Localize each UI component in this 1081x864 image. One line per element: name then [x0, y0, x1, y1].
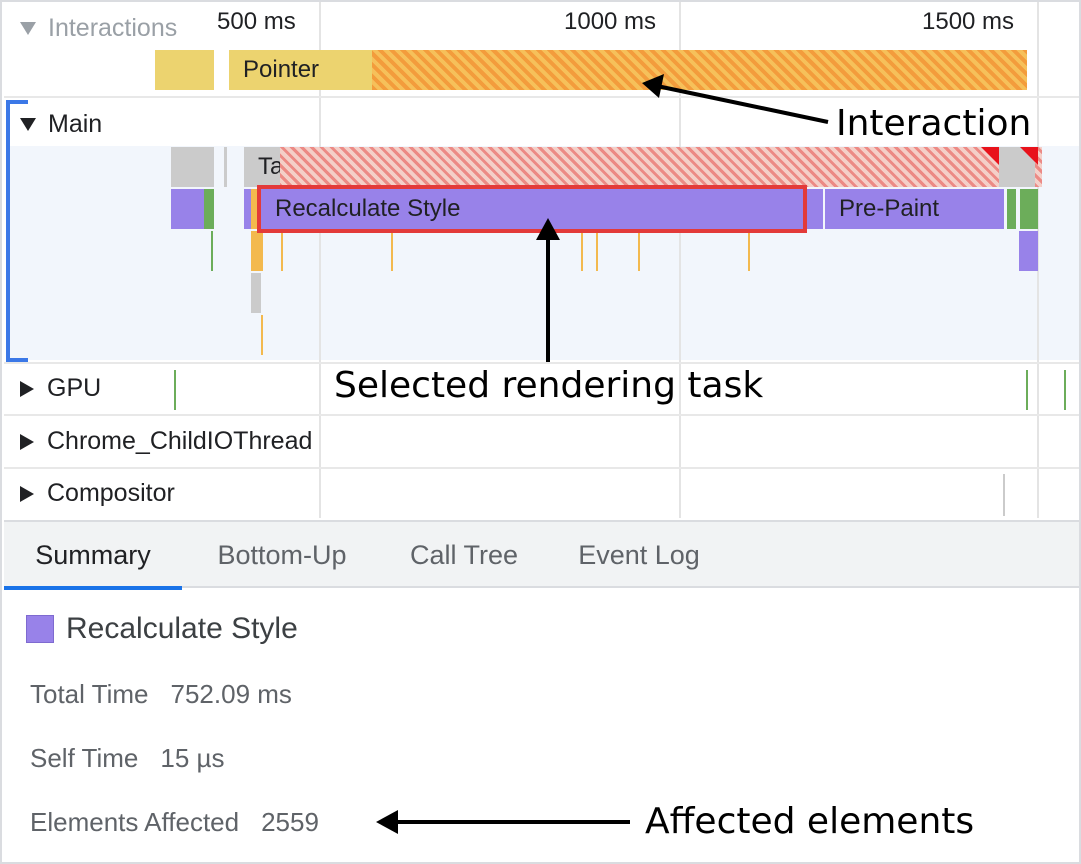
gpu-event[interactable]: [1064, 370, 1066, 410]
elements-affected-label: Elements Affected: [30, 807, 240, 837]
elements-affected-value: 2559: [261, 807, 319, 837]
subtask-tick[interactable]: [281, 231, 283, 271]
track-separator: [4, 467, 1079, 469]
tick-label-500: 500 ms: [217, 8, 296, 35]
tab-bottom-up-label: Bottom-Up: [217, 539, 347, 570]
activity-bar-green-1[interactable]: [204, 189, 214, 229]
task-bar-2[interactable]: [224, 147, 227, 187]
interaction-bar-small[interactable]: [155, 50, 214, 90]
task-bar-1[interactable]: [171, 147, 214, 187]
summary-self-time: Self Time 15 µs: [30, 743, 225, 774]
expand-triangle-icon[interactable]: [20, 433, 34, 450]
summary-elements-affected: Elements Affected 2559: [30, 807, 319, 838]
arrow-head-icon: [536, 218, 560, 240]
subtask-tick[interactable]: [638, 231, 640, 271]
task-label: Task: [258, 153, 280, 180]
track-separator: [4, 414, 1079, 416]
subtask-purple-block[interactable]: [1019, 231, 1038, 271]
category-color-swatch: [26, 615, 54, 643]
subtask-gray-block[interactable]: [251, 273, 261, 313]
track-label-gpu: GPU: [47, 374, 102, 402]
long-task-warning-icon: [981, 147, 999, 165]
track-label-interactions: Interactions: [48, 14, 178, 42]
tab-summary-label: Summary: [35, 539, 151, 570]
gridline-500: [319, 2, 321, 518]
collapse-triangle-icon[interactable]: [20, 22, 36, 35]
subtask-tick[interactable]: [261, 315, 263, 355]
recalculate-style-bar[interactable]: Recalculate Style: [261, 189, 823, 229]
gridline-1000: [679, 2, 681, 518]
track-separator: [4, 362, 1079, 364]
activity-bar-orange[interactable]: [251, 189, 259, 229]
tab-event-log-label: Event Log: [578, 539, 700, 570]
pre-paint-label: Pre-Paint: [839, 195, 940, 222]
track-header-gpu[interactable]: GPU: [20, 374, 101, 403]
total-time-label: Total Time: [30, 679, 149, 709]
compositor-event[interactable]: [1003, 474, 1005, 516]
track-label-main: Main: [48, 110, 103, 138]
expand-triangle-icon[interactable]: [20, 485, 34, 502]
long-task-warning-icon: [1020, 147, 1038, 165]
main-track-bracket: [6, 100, 28, 362]
tick-label-1500: 1500 ms: [922, 8, 1015, 35]
annotation-affected-elements: Affected elements: [645, 801, 975, 842]
subtask-tick[interactable]: [211, 231, 213, 271]
track-label-compositor: Compositor: [47, 479, 175, 507]
annotation-selected-task: Selected rendering task: [334, 365, 764, 406]
gpu-event[interactable]: [174, 370, 176, 410]
gpu-event[interactable]: [1026, 370, 1028, 410]
pre-paint-bar[interactable]: Pre-Paint: [825, 189, 1004, 229]
selected-task-highlight: [257, 185, 807, 233]
gridline-1500: [1037, 2, 1039, 518]
self-time-label: Self Time: [30, 743, 139, 773]
summary-event-name: Recalculate Style: [66, 612, 298, 645]
active-tab-indicator: [4, 586, 182, 590]
details-tab-bar: Summary Bottom-Up Call Tree Event Log: [4, 520, 1079, 590]
subtask-tick[interactable]: [391, 231, 393, 271]
summary-title: Recalculate Style: [26, 612, 298, 646]
track-label-io-thread: Chrome_ChildIOThread: [47, 427, 313, 455]
total-time-value: 752.09 ms: [170, 679, 292, 709]
task-bar-main[interactable]: Task: [244, 147, 280, 187]
tab-summary[interactable]: Summary: [4, 522, 182, 590]
subtask-tick[interactable]: [748, 231, 750, 271]
activity-bar-purple-1[interactable]: [171, 189, 204, 229]
activity-bar-green-3[interactable]: [1020, 189, 1038, 229]
tab-call-tree-label: Call Tree: [409, 539, 519, 570]
task-bar-3-hatch[interactable]: [1035, 147, 1042, 187]
interaction-bar-pointer[interactable]: Pointer: [229, 50, 372, 90]
subtask-tick[interactable]: [596, 231, 598, 271]
track-separator: [4, 96, 1079, 98]
tab-call-tree[interactable]: Call Tree: [388, 522, 540, 588]
summary-total-time: Total Time 752.09 ms: [30, 679, 292, 710]
tab-event-log[interactable]: Event Log: [556, 522, 722, 588]
interaction-bar-pointer-delay[interactable]: [372, 50, 1027, 90]
activity-bar-green-2[interactable]: [1007, 189, 1016, 229]
annotation-interaction: Interaction: [836, 103, 1032, 144]
arrow-head-icon: [376, 810, 398, 834]
arrow-head-icon: [642, 74, 664, 98]
collapse-triangle-icon[interactable]: [20, 118, 36, 131]
subtask-tick[interactable]: [581, 231, 583, 271]
track-header-main[interactable]: Main: [20, 110, 102, 139]
expand-triangle-icon[interactable]: [20, 380, 34, 397]
track-header-io-thread[interactable]: Chrome_ChildIOThread: [20, 427, 312, 456]
tab-bottom-up[interactable]: Bottom-Up: [194, 522, 370, 588]
subtask-orange-block[interactable]: [251, 231, 263, 271]
track-header-compositor[interactable]: Compositor: [20, 479, 175, 508]
track-header-interactions[interactable]: Interactions: [20, 14, 177, 43]
pointer-label: Pointer: [243, 56, 320, 83]
tick-label-1000: 1000 ms: [564, 8, 657, 35]
task-long-hatch[interactable]: [280, 147, 999, 187]
recalculate-style-label: Recalculate Style: [275, 195, 461, 222]
self-time-value: 15 µs: [160, 743, 225, 773]
activity-bar-purple-2[interactable]: [244, 189, 251, 229]
